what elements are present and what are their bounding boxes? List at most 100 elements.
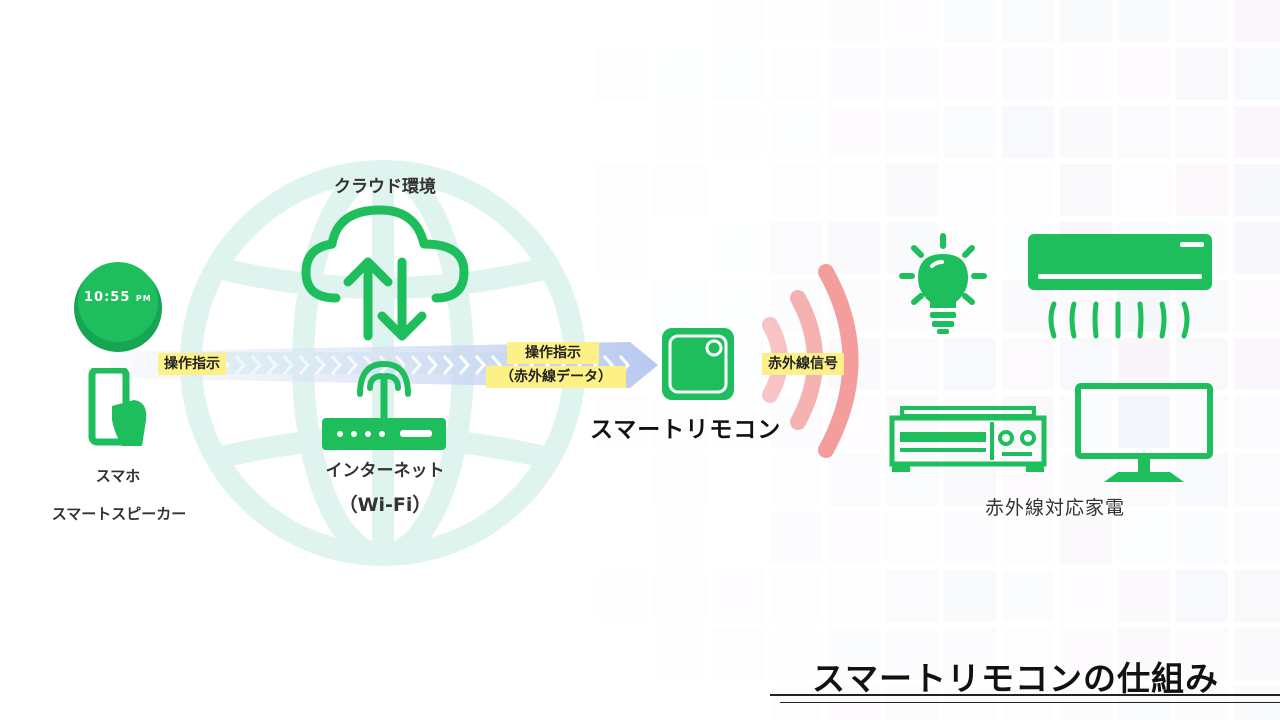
phone-label: スマホ xyxy=(95,467,141,485)
mosaic-tile xyxy=(944,338,996,390)
mosaic-tile xyxy=(1002,164,1054,216)
mosaic-tile xyxy=(1176,454,1228,506)
mosaic-tile xyxy=(770,164,822,216)
router-icon xyxy=(322,360,446,450)
mosaic-tile xyxy=(886,512,938,564)
mosaic-tile xyxy=(1002,686,1054,720)
mosaic-tile xyxy=(1060,106,1112,158)
mosaic-tile xyxy=(944,106,996,158)
beam-chevron xyxy=(298,355,311,375)
av-receiver-icon xyxy=(889,406,1047,472)
mosaic-tile xyxy=(1176,570,1228,622)
mosaic-tile xyxy=(1002,48,1054,100)
smart-remote-icon xyxy=(662,328,734,400)
mosaic-tile xyxy=(770,222,822,274)
mosaic-tile xyxy=(770,0,822,42)
mosaic-tile xyxy=(1060,686,1112,720)
mosaic-tile xyxy=(596,570,648,622)
operation-instruction-label-2: 操作指示 xyxy=(507,342,599,364)
mosaic-tile xyxy=(828,164,880,216)
mosaic-tile xyxy=(1060,454,1112,506)
mosaic-tile xyxy=(770,48,822,100)
mosaic-tile xyxy=(1118,48,1170,100)
beam-chevron xyxy=(330,355,343,375)
mosaic-tile xyxy=(1176,106,1228,158)
mosaic-tile xyxy=(944,570,996,622)
smart-remote-label: スマートリモコン xyxy=(590,417,782,443)
mosaic-tile xyxy=(596,222,648,274)
lightbulb-icon xyxy=(899,233,987,334)
mosaic-tile xyxy=(770,106,822,158)
mosaic-tile xyxy=(712,106,764,158)
mosaic-tile xyxy=(770,454,822,506)
mosaic-tile xyxy=(1234,338,1280,390)
mosaic-tile xyxy=(1176,164,1228,216)
beam-chevron xyxy=(282,355,295,375)
mosaic-tile xyxy=(1118,0,1170,42)
mosaic-tile xyxy=(1118,628,1170,680)
mosaic-tile xyxy=(1060,396,1112,448)
mosaic-tile xyxy=(1176,686,1228,720)
air-conditioner-icon xyxy=(1028,234,1212,339)
mosaic-tile xyxy=(1234,570,1280,622)
beam-chevron xyxy=(234,355,247,375)
mosaic-tile xyxy=(1060,0,1112,42)
mosaic-tile xyxy=(1234,512,1280,564)
smart-speaker-icon xyxy=(74,262,162,352)
mosaic-tile xyxy=(654,570,706,622)
mosaic-tile xyxy=(1176,0,1228,42)
mosaic-tile xyxy=(1060,338,1112,390)
speaker-label: スマートスピーカー xyxy=(51,505,187,523)
smartphone-icon xyxy=(88,368,147,446)
beam-chevron xyxy=(250,355,263,375)
mosaic-tile xyxy=(596,164,648,216)
mosaic-tile xyxy=(1118,570,1170,622)
mosaic-tile xyxy=(712,48,764,100)
mosaic-tile xyxy=(1002,338,1054,390)
mosaic-tile xyxy=(1234,164,1280,216)
title-underline-2 xyxy=(780,702,1280,703)
mosaic-tile xyxy=(1234,0,1280,42)
mosaic-tile xyxy=(1002,106,1054,158)
mosaic-tile xyxy=(712,0,764,42)
mosaic-tile xyxy=(828,512,880,564)
mosaic-tile xyxy=(828,454,880,506)
mosaic-tile xyxy=(1176,628,1228,680)
monitor-icon xyxy=(1075,383,1213,482)
internet-label: インターネット xyxy=(325,461,445,481)
mosaic-tile xyxy=(1234,396,1280,448)
mosaic-tile xyxy=(1002,628,1054,680)
mosaic-tile xyxy=(654,454,706,506)
cloud-icon xyxy=(301,205,469,341)
mosaic-tile xyxy=(828,48,880,100)
mosaic-tile xyxy=(944,0,996,42)
mosaic-tile xyxy=(828,106,880,158)
mosaic-tile xyxy=(1002,570,1054,622)
beam-chevron xyxy=(410,355,423,375)
mosaic-tile xyxy=(596,48,648,100)
mosaic-tile xyxy=(886,106,938,158)
mosaic-tile xyxy=(1060,164,1112,216)
mosaic-tile xyxy=(1118,512,1170,564)
beam-chevron xyxy=(426,355,439,375)
mosaic-tile xyxy=(654,628,706,680)
cloud-label: クラウド環境 xyxy=(334,177,436,197)
mosaic-tile xyxy=(1234,280,1280,332)
mosaic-tile xyxy=(886,628,938,680)
mosaic-tile xyxy=(770,570,822,622)
mosaic-tile xyxy=(886,686,938,720)
mosaic-tile xyxy=(1060,628,1112,680)
mosaic-tile xyxy=(1234,686,1280,720)
mosaic-tile xyxy=(828,222,880,274)
mosaic-tile xyxy=(944,48,996,100)
mosaic-tile xyxy=(944,628,996,680)
clock-ampm: PM xyxy=(135,294,152,303)
appliances-label: 赤外線対応家電 xyxy=(984,497,1125,519)
mosaic-tile xyxy=(654,106,706,158)
beam-chevron xyxy=(474,355,487,375)
mosaic-tile xyxy=(712,628,764,680)
mosaic-tile xyxy=(1176,48,1228,100)
title-underline xyxy=(770,694,1280,696)
beam-chevron xyxy=(314,355,327,375)
ir-signal-label: 赤外線信号 xyxy=(762,353,844,375)
